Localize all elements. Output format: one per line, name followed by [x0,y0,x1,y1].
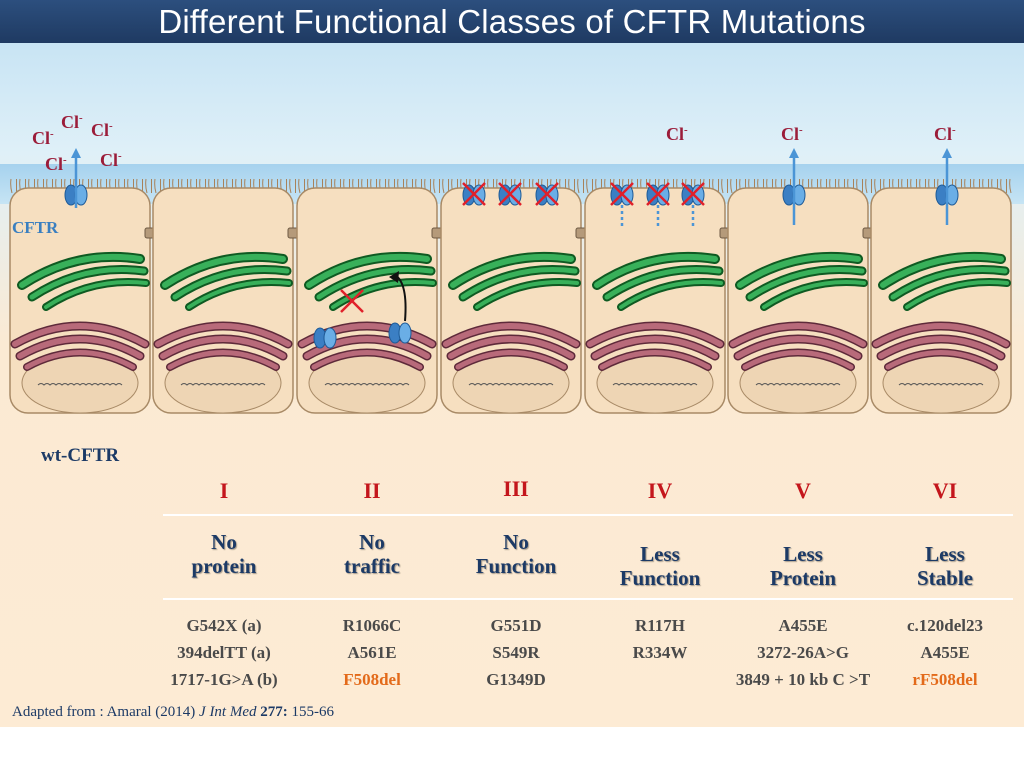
class-iv-mutations: R117H R334W [575,612,745,666]
divider [163,598,1013,600]
class-iv-numeral: IV [647,478,673,503]
mutation: G551D [490,616,542,635]
mutation: A455E [778,616,828,635]
class-vi-mutations: c.120del23 A455E rF508del [860,612,1024,693]
chloride-ion-label: Cl- [934,124,956,144]
epithelial-cells [9,148,1011,414]
chloride-ion-label: Cl- [781,124,803,144]
cell-6 [870,187,1011,414]
traffic-arrow-head [389,271,399,283]
mutation: 1717-1G>A (b) [170,670,278,689]
wt-cftr-label: wt-CFTR [41,445,120,466]
mutation: A561E [347,643,397,662]
mutation: 3272-26A>G [757,643,849,662]
cell-0 [9,187,150,414]
mutation: G542X (a) [186,616,262,635]
cell-2 [296,187,437,414]
nucleus [739,352,857,414]
class-iii-mutations: G551D S549R G1349D [431,612,601,693]
mutation: A455E [920,643,970,662]
title-bar [0,0,1024,43]
nucleus [882,352,1000,414]
chloride-ion-label: Cl- [100,150,122,170]
chloride-ion-label: Cl- [91,120,113,140]
class-i-mutations: G542X (a) 394delTT (a) 1717-1G>A (b) [139,612,309,693]
mutation: G1349D [486,670,546,689]
mutation: R1066C [342,616,402,635]
class-vi-numeral: VI [932,478,958,503]
chloride-ion-label: Cl- [32,128,54,148]
citation-footnote: Adapted from : Amaral (2014) J Int Med 2… [12,704,335,720]
mutation: R334W [632,643,688,662]
class-v-numeral: V [795,478,811,503]
mutation: S549R [492,643,540,662]
cell-5 [727,187,868,414]
chloride-flux-arrow [942,148,952,225]
cftr-label: CFTR [12,218,59,237]
highlighted-mutation: rF508del [912,670,978,689]
page-title: Different Functional Classes of CFTR Mut… [158,3,866,40]
chloride-flux-arrow [71,148,81,208]
class-ii-numeral: II [363,478,381,503]
cell-diagram [0,148,1024,414]
class-i-numeral: I [219,478,229,503]
cell-3 [440,187,581,414]
class-iii-numeral: III [503,476,529,501]
chloride-ion-label: Cl- [666,124,688,144]
divider [163,514,1013,516]
cell-1 [152,187,293,414]
mutation: c.120del23 [906,616,984,635]
mutation: 394delTT (a) [177,643,271,662]
chloride-ion-label: Cl- [61,112,83,132]
chloride-ion-label: Cl- [45,154,67,174]
mutation: 3849 + 10 kb C >T [735,670,871,689]
class-ii-mutations: R1066C A561E F508del [287,612,457,693]
highlighted-mutation: F508del [343,670,401,689]
mutation: R117H [634,616,686,635]
class-v-mutations: A455E 3272-26A>G 3849 + 10 kb C >T [718,612,888,693]
chloride-flux-arrow [789,148,799,225]
cell-4 [584,187,725,414]
